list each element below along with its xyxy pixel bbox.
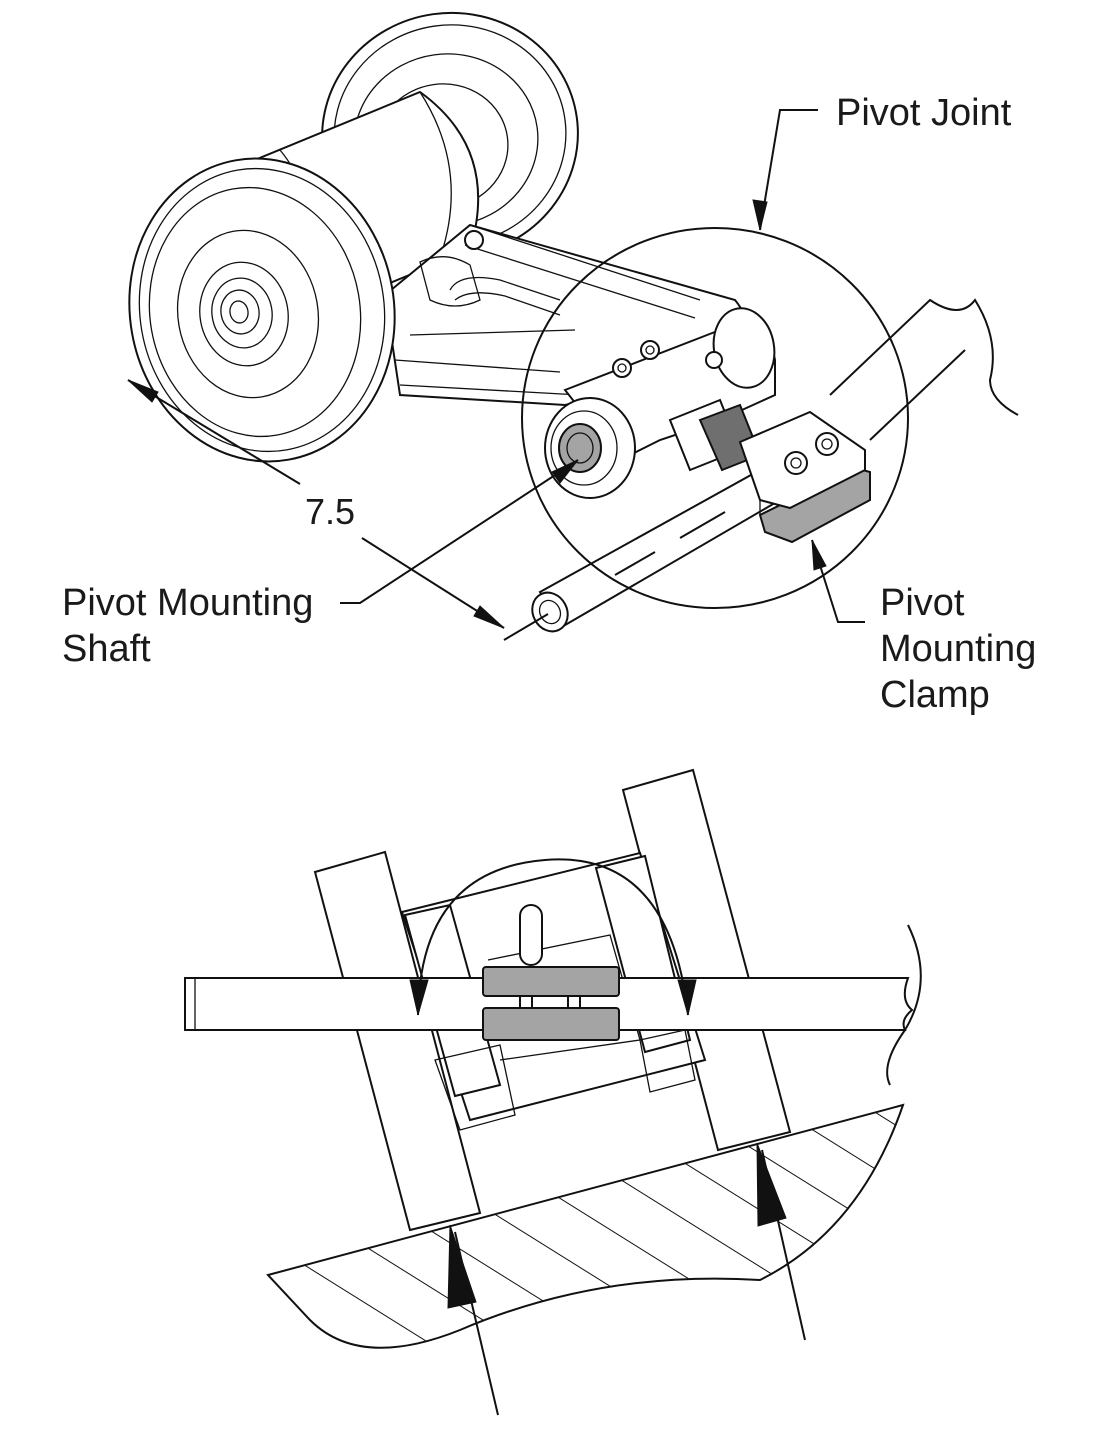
front-wheel — [128, 157, 396, 463]
pivot-mounting-clamp-label-line-2: Mounting — [880, 628, 1037, 670]
leader-pivot-joint — [752, 109, 818, 231]
background-rod — [829, 298, 1019, 441]
left-upright — [313, 850, 482, 1232]
pivot-mounting-clamp-label-line-1: Pivot — [880, 582, 965, 624]
dimension-line — [127, 379, 549, 641]
pivot-joint-detail-circle — [521, 227, 909, 609]
dimension-label: 7.5 — [305, 491, 356, 532]
section-rod — [184, 924, 922, 1086]
pivot-mounting-clamp-label-line-3: Clamp — [880, 674, 990, 716]
pivot-mounting-shaft-label-line-1: Pivot Mounting — [62, 582, 314, 624]
pivot-joint-label: Pivot Joint — [836, 92, 1012, 134]
ground-section — [266, 1103, 905, 1349]
pivot-mounting-clamp — [698, 403, 871, 544]
shaft-centerline-2 — [679, 511, 726, 539]
wheel-assembly-top-view — [127, 11, 1019, 641]
support-arrows — [447, 1142, 806, 1416]
section-clamp — [482, 966, 620, 1041]
mounting-section-bottom-view — [184, 768, 922, 1416]
leader-clamp — [811, 539, 865, 623]
pivot-mounting-shaft-label-line-2: Shaft — [62, 628, 151, 670]
rotation-arc — [409, 858, 697, 1016]
leader-shaft — [340, 459, 579, 604]
shaft-centerline — [614, 551, 656, 576]
